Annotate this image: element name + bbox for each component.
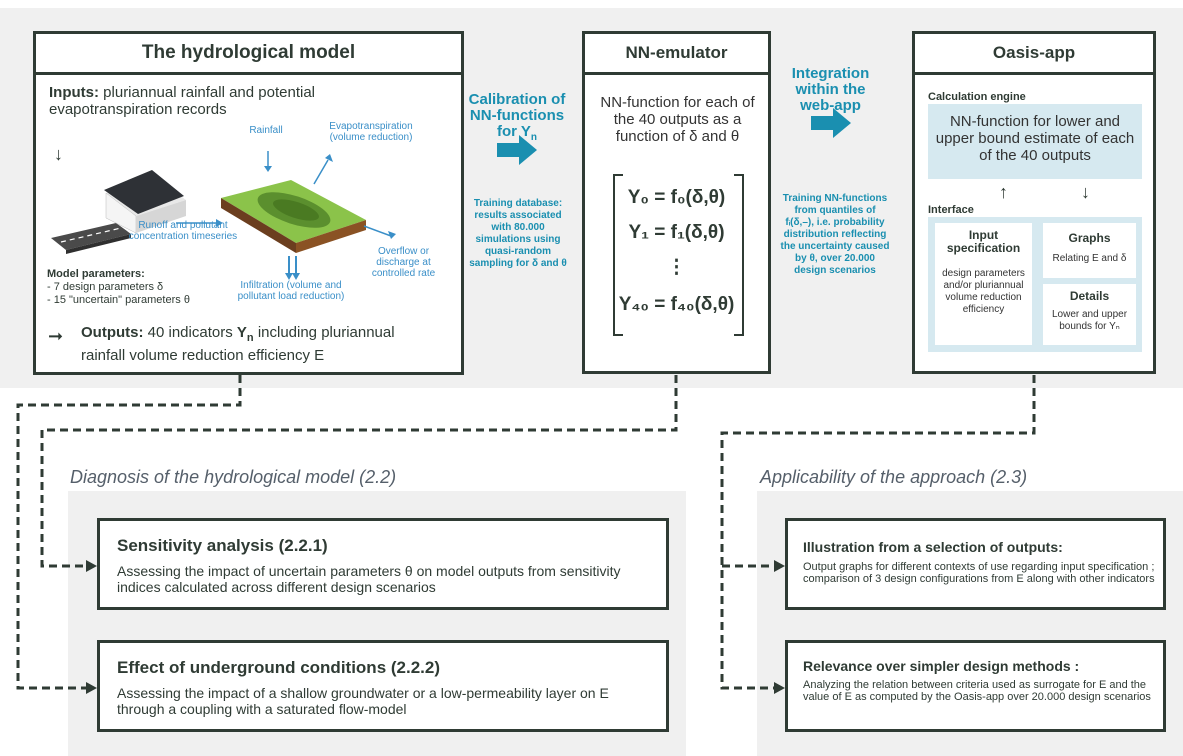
relevance-text: Analyzing the relation between criteria … — [803, 679, 1151, 703]
oasis-app-title: Oasis-app — [915, 34, 1153, 75]
hydrological-model-box: The hydrological model Inputs: pluriannu… — [33, 31, 464, 375]
nn-emulator-box: NN-emulator NN-function for each of the … — [582, 31, 771, 374]
nn-emulator-desc: NN-function for each of the 40 outputs a… — [600, 94, 755, 145]
underground-conditions-title: Effect of underground conditions (2.2.2) — [117, 658, 440, 677]
calculation-engine-label: Calculation engine — [928, 91, 1026, 103]
calculation-engine-panel — [928, 104, 1142, 179]
calibration-arrow-icon — [497, 135, 537, 165]
graphs-card: Graphs Relating E and δ — [1043, 223, 1136, 278]
underground-conditions-box: Effect of underground conditions (2.2.2)… — [97, 640, 669, 732]
sensitivity-analysis-title: Sensitivity analysis (2.2.1) — [117, 536, 328, 555]
illustration-text: Output graphs for different contexts of … — [803, 561, 1155, 585]
function-y40: Y₄₀ = f₄₀(δ,θ) — [618, 294, 735, 315]
nn-emulator-title: NN-emulator — [585, 34, 768, 75]
sensitivity-analysis-box: Sensitivity analysis (2.2.1) Assessing t… — [97, 518, 669, 610]
down-arrow-icon: ↓ — [1081, 182, 1090, 202]
illustration-box: Illustration from a selection of outputs… — [785, 518, 1166, 610]
diagnosis-section-title: Diagnosis of the hydrological model (2.2… — [70, 467, 397, 487]
infiltration-label: Infiltration (volume and pollutant load … — [237, 280, 345, 302]
integration-arrow-icon — [811, 108, 851, 138]
input-specification-card: Input specification design parameters an… — [935, 223, 1032, 345]
outputs-text: Outputs: 40 indicators Yn including plur… — [81, 324, 395, 364]
relevance-box: Relevance over simpler design methods : … — [785, 640, 1166, 732]
inputs-down-arrow-icon: ↓ — [54, 144, 63, 164]
overflow-label: Overflow or discharge at controlled rate — [371, 246, 436, 279]
runoff-label: Runoff and pollutant concentration times… — [128, 220, 238, 242]
inputs-text: Inputs: pluriannual rainfall and potenti… — [49, 84, 315, 118]
model-parameters: Model parameters: - 7 design parameters … — [47, 268, 190, 306]
calculation-engine-text: NN-function for lower and upper bound es… — [935, 113, 1135, 164]
oasis-app-box: Oasis-app Calculation engine NN-function… — [912, 31, 1156, 374]
evapotranspiration-label: Evapotranspiration (volume reduction) — [329, 121, 413, 143]
illustration-title: Illustration from a selection of outputs… — [803, 539, 1063, 555]
outputs-arrow-icon: ➞ — [48, 326, 64, 346]
applicability-section-title: Applicability of the approach (2.3) — [760, 467, 1028, 487]
interface-label: Interface — [928, 204, 974, 216]
details-card: Details Lower and upper bounds for Yₙ — [1043, 284, 1136, 345]
function-bracket — [613, 174, 744, 336]
integration-label: Integration within the web-app — [791, 65, 870, 114]
underground-conditions-text: Assessing the impact of a shallow ground… — [117, 685, 609, 717]
hydrology-illustration — [51, 151, 396, 280]
training-nn-text: Training NN-functions from quantiles of … — [780, 193, 890, 276]
calibration-label: Calibration of NN-functions for Yn — [468, 91, 566, 144]
sensitivity-analysis-text: Assessing the impact of uncertain parame… — [117, 563, 621, 595]
function-y0: Y₀ = f₀(δ,θ) — [627, 187, 726, 208]
function-dots: ⋮ — [667, 257, 686, 278]
hydrological-model-title: The hydrological model — [36, 34, 461, 75]
up-arrow-icon: ↑ — [999, 182, 1008, 202]
rainfall-label: Rainfall — [249, 125, 283, 136]
training-database-text: Training database: results associated wi… — [469, 198, 567, 269]
function-y1: Y₁ = f₁(δ,θ) — [628, 222, 725, 243]
relevance-title: Relevance over simpler design methods : — [803, 658, 1080, 674]
